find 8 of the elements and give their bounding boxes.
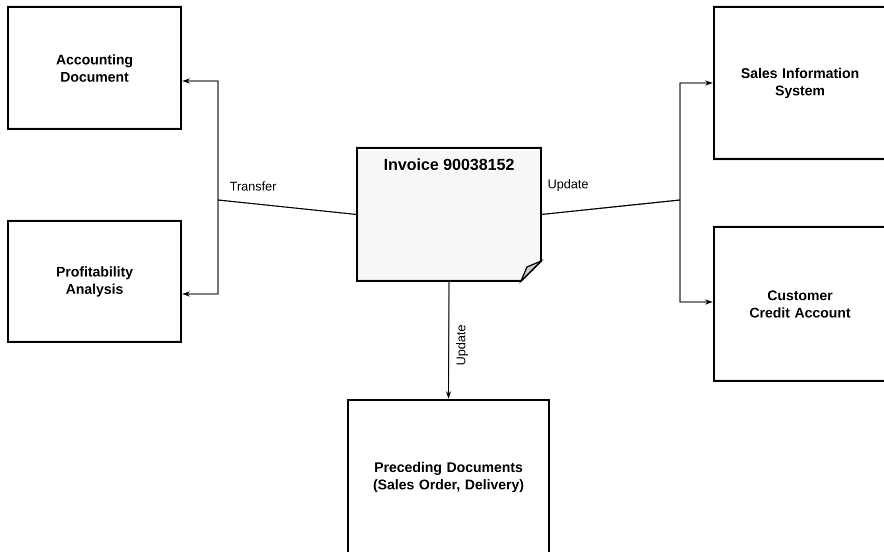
process-box: Accounting Document [6,6,182,130]
edge-label: Transfer [228,179,278,193]
process-box: Customer Credit Account [712,226,884,382]
process-box: Preceding Documents (Sales Order, Delivery) [346,398,550,552]
edge-label: Update [546,177,590,193]
edge-label: Update [454,322,470,368]
process-box: Profitability Analysis [6,220,182,344]
process-box: Sales Information System [712,6,884,160]
